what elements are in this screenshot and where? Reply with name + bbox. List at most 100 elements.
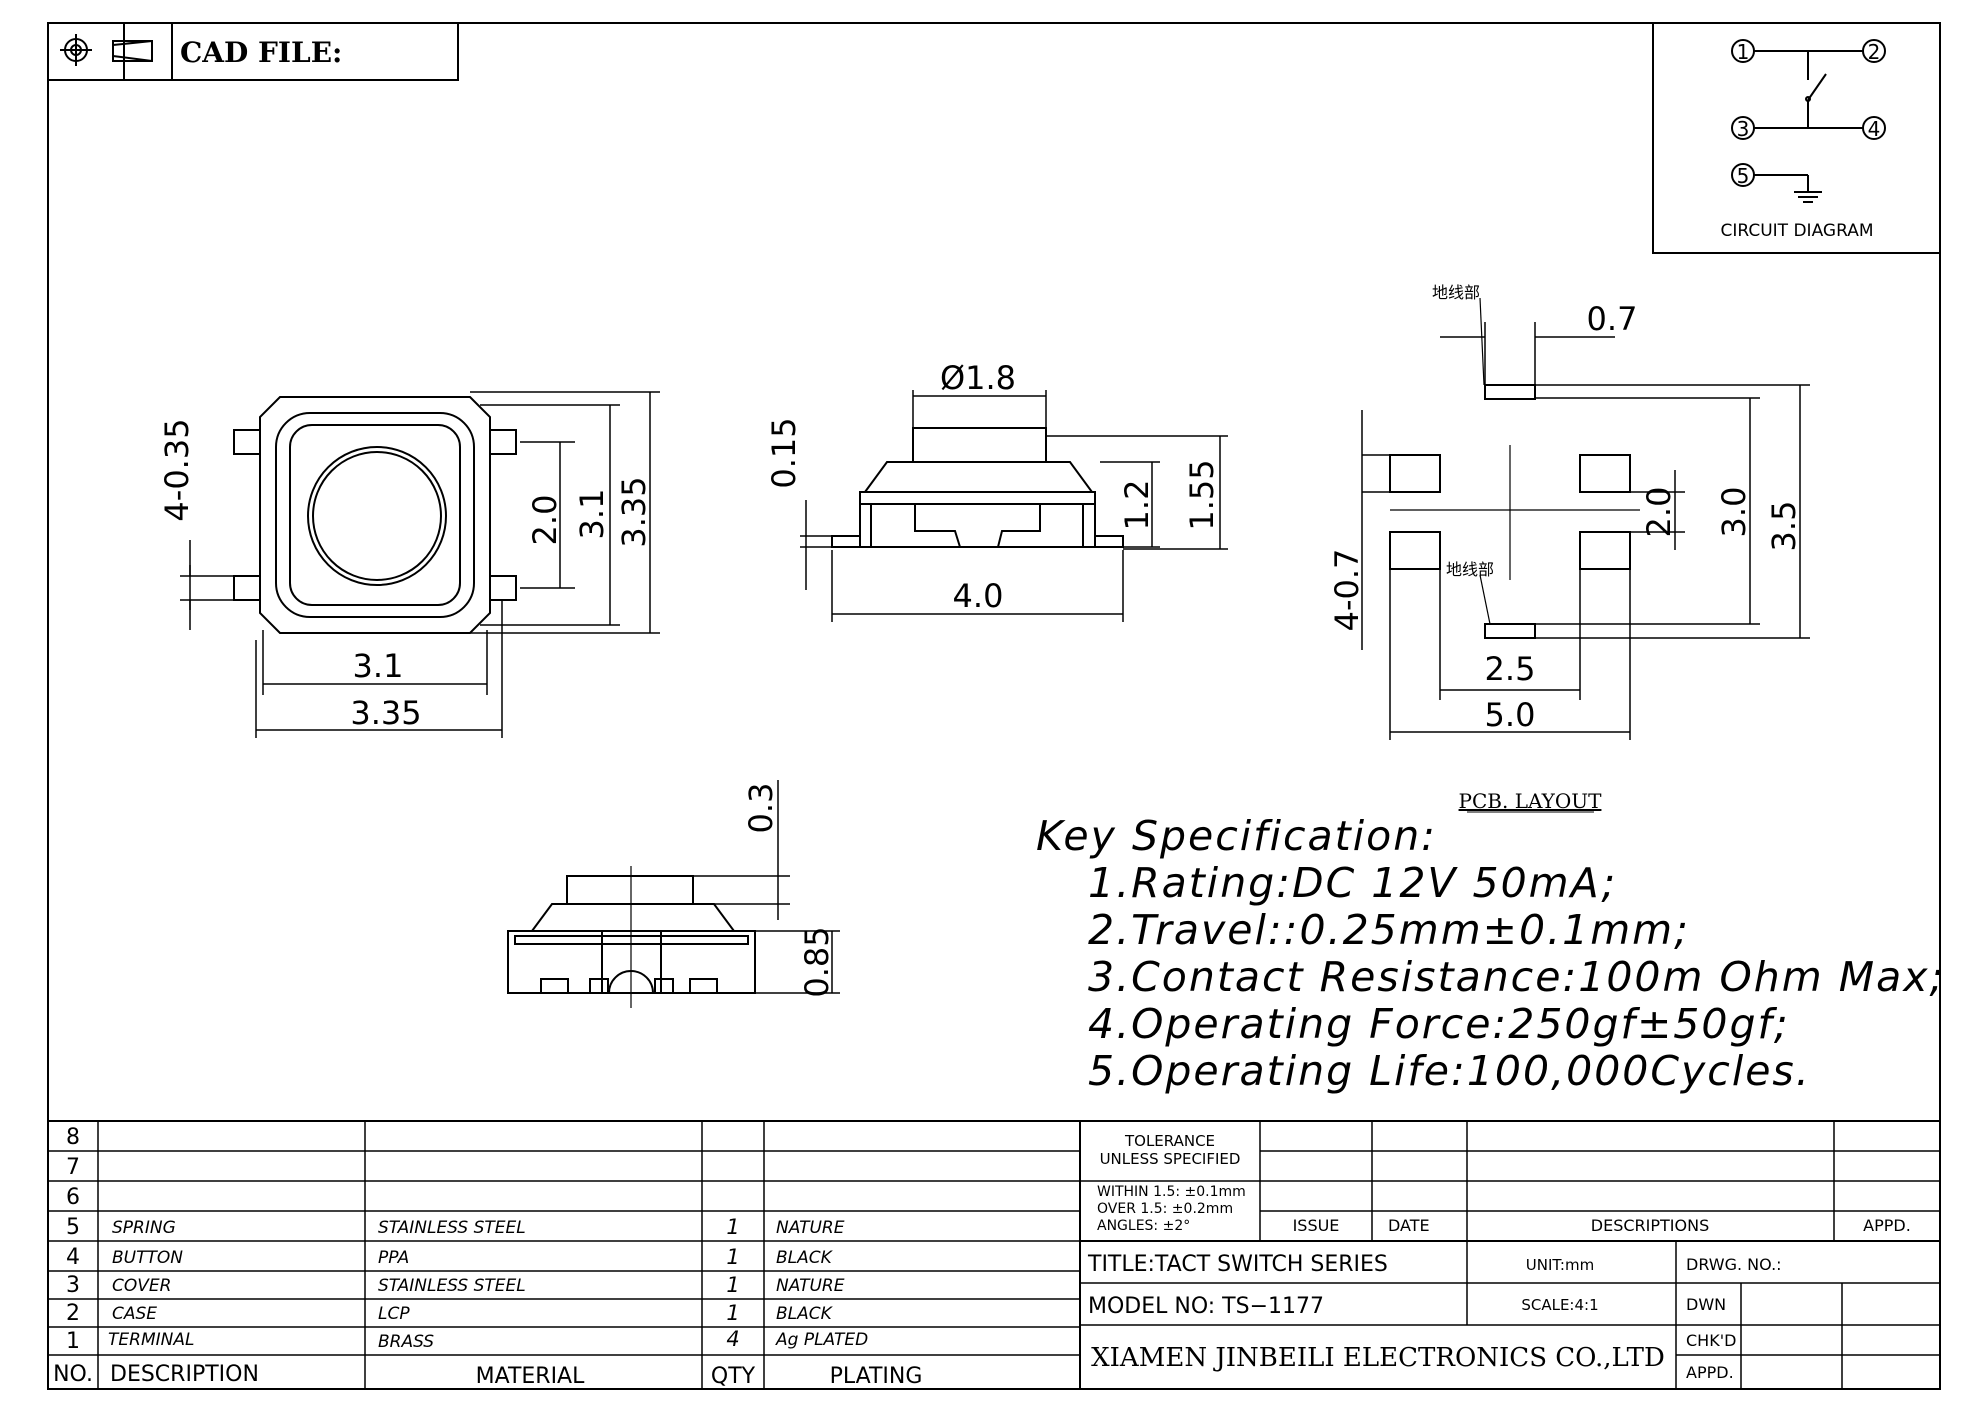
pcb-pad	[1579, 531, 1631, 570]
bom-material: LCP	[378, 1304, 410, 1324]
chkd-label: CHK'D	[1686, 1331, 1736, 1350]
dwn-label: DWN	[1686, 1295, 1726, 1314]
title-block	[1080, 1121, 1940, 1389]
appd-label: APPD.	[1686, 1363, 1734, 1382]
unit-label: UNIT:mm	[1526, 1256, 1594, 1274]
bom-row-no: 7	[66, 1155, 80, 1180]
pcb-ground-label-mid: 地线部	[1446, 560, 1494, 579]
model-number: MODEL NO: TS−1177	[1088, 1294, 1324, 1319]
bom-material: PPA	[378, 1248, 409, 1268]
spec-line: 2.Travel::0.25mm±0.1mm;	[1088, 906, 1690, 954]
dim-front-top: 0.3	[742, 783, 780, 834]
dim-pcb-outer: 3.5	[1765, 501, 1803, 552]
bom-row-no: 3	[66, 1273, 80, 1298]
dim-front-height: 0.85	[798, 926, 836, 997]
bom-material: STAINLESS STEEL	[378, 1276, 526, 1296]
bom-plating: NATURE	[776, 1218, 845, 1238]
bom-row-no: 8	[66, 1125, 80, 1150]
dim-pcb-pitch: 2.5	[1485, 650, 1536, 688]
tolerance-angles: ANGLES: ±2°	[1097, 1218, 1190, 1234]
spec-line: 5.Operating Life:100,000Cycles.	[1088, 1047, 1811, 1095]
third-angle-projection-icon	[60, 34, 153, 66]
dim-height-b: 1.55	[1183, 459, 1221, 530]
svg-text:4: 4	[1868, 117, 1881, 141]
bom-plating: Ag PLATED	[775, 1330, 868, 1350]
bom-row-no: 1	[66, 1329, 80, 1354]
bom-row-no: 4	[66, 1245, 80, 1270]
circuit-diagram-title: CIRCUIT DIAGRAM	[1721, 221, 1874, 241]
bom-qty: 4	[726, 1327, 739, 1351]
dim-body-w: 3.1	[353, 647, 404, 685]
dim-pcb-tab: 0.7	[1587, 300, 1638, 338]
bom-header-description: DESCRIPTION	[110, 1362, 259, 1387]
bom-qty: 1	[726, 1273, 739, 1297]
dim-pcb-inner: 2.0	[1640, 487, 1678, 538]
bom-material: STAINLESS STEEL	[378, 1218, 526, 1238]
pcb-pad	[1389, 454, 1441, 493]
bom-qty: 1	[726, 1301, 739, 1325]
bom-plating: BLACK	[776, 1248, 834, 1268]
tolerance-over: OVER 1.5: ±0.2mm	[1097, 1201, 1233, 1217]
cad-file-label: CAD FILE:	[180, 36, 342, 69]
side-view: Ø1.8 0.15 1.2 1.55 4.0	[765, 359, 1228, 622]
dim-height-a: 1.2	[1118, 480, 1156, 531]
bom-description: TERMINAL	[108, 1330, 194, 1350]
company-name: XIAMEN JINBEILI ELECTRONICS CO.,LTD	[1091, 1343, 1665, 1373]
title-block-text: TOLERANCE UNLESS SPECIFIED WITHIN 1.5: ±…	[1087, 1132, 1911, 1382]
bom-description: CASE	[112, 1304, 157, 1324]
pcb-pad	[1389, 531, 1441, 570]
descriptions-header: DESCRIPTIONS	[1591, 1216, 1709, 1235]
pcb-layout: 地线部 0.7 地线部 4-0.7 2.0 3.0 3.5	[1328, 283, 1810, 813]
bom-material: BRASS	[378, 1332, 434, 1352]
drwg-no-label: DRWG. NO.:	[1686, 1255, 1782, 1274]
svg-text:3: 3	[1737, 117, 1750, 141]
bom-row-no: 2	[66, 1301, 80, 1326]
dim-pcb-mid: 3.0	[1715, 487, 1753, 538]
bom-row-no: 5	[66, 1215, 80, 1240]
dim-inner-h: 2.0	[526, 495, 564, 546]
spec-title: Key Specification:	[1036, 812, 1437, 860]
svg-text:1: 1	[1737, 40, 1750, 64]
dim-pcb-overall: 5.0	[1485, 696, 1536, 734]
top-view: 4-0.35 2.0 3.1 3.35 3.1 3.35	[158, 391, 660, 738]
dim-outer-w: 3.35	[350, 694, 421, 732]
tolerance-title: TOLERANCE	[1124, 1132, 1215, 1150]
spec-line: 4.Operating Force:250gf±50gf;	[1088, 1000, 1790, 1048]
bom-description: COVER	[112, 1276, 171, 1296]
dim-body-h: 3.1	[573, 489, 611, 540]
bom-header-qty: QTY	[711, 1364, 756, 1389]
svg-text:2: 2	[1868, 40, 1881, 64]
dim-outer-h: 3.35	[615, 476, 653, 547]
appd-header: APPD.	[1863, 1216, 1911, 1235]
pcb-ground-label-top: 地线部	[1432, 283, 1480, 302]
pcb-layout-title: PCB. LAYOUT	[1459, 789, 1603, 813]
drawing-title: TITLE:TACT SWITCH SERIES	[1087, 1252, 1388, 1277]
drawing-border	[47, 22, 1941, 1390]
bom-row-no: 6	[66, 1185, 80, 1210]
dim-pin-width: 4-0.35	[158, 418, 196, 521]
dim-button-dia: Ø1.8	[940, 359, 1016, 397]
tolerance-within: WITHIN 1.5: ±0.1mm	[1097, 1184, 1246, 1200]
bom-table	[48, 1120, 1940, 1389]
date-header: DATE	[1388, 1216, 1430, 1235]
bom-qty: 1	[726, 1215, 739, 1239]
bom-header-material: MATERIAL	[476, 1364, 585, 1389]
cad-header: CAD FILE:	[47, 22, 459, 81]
bom-description: BUTTON	[112, 1248, 183, 1268]
bom-header-no: NO.	[53, 1362, 93, 1387]
pcb-pad	[1579, 454, 1631, 493]
bom-description: SPRING	[112, 1218, 176, 1238]
spec-line: 3.Contact Resistance:100m Ohm Max;	[1088, 953, 1945, 1001]
bom-qty: 1	[726, 1245, 739, 1269]
bom-text: 8 7 6 5 4 3 2 1 SPRING BUTTON COVER CASE…	[53, 1125, 922, 1389]
bom-plating: NATURE	[776, 1276, 845, 1296]
scale-label: SCALE:4:1	[1521, 1296, 1598, 1314]
bom-header-plating: PLATING	[830, 1364, 923, 1389]
bom-plating: BLACK	[776, 1304, 834, 1324]
spec-line: 1.Rating:DC 12V 50mA;	[1088, 859, 1617, 907]
ground-symbol-icon	[1754, 174, 1822, 203]
front-view: 0.3 0.85	[507, 780, 840, 1008]
circuit-diagram: 1 2 3 4 5 CIRCUIT DIAGRAM	[1652, 22, 1941, 254]
dim-pcb-pad: 4-0.7	[1328, 549, 1366, 632]
